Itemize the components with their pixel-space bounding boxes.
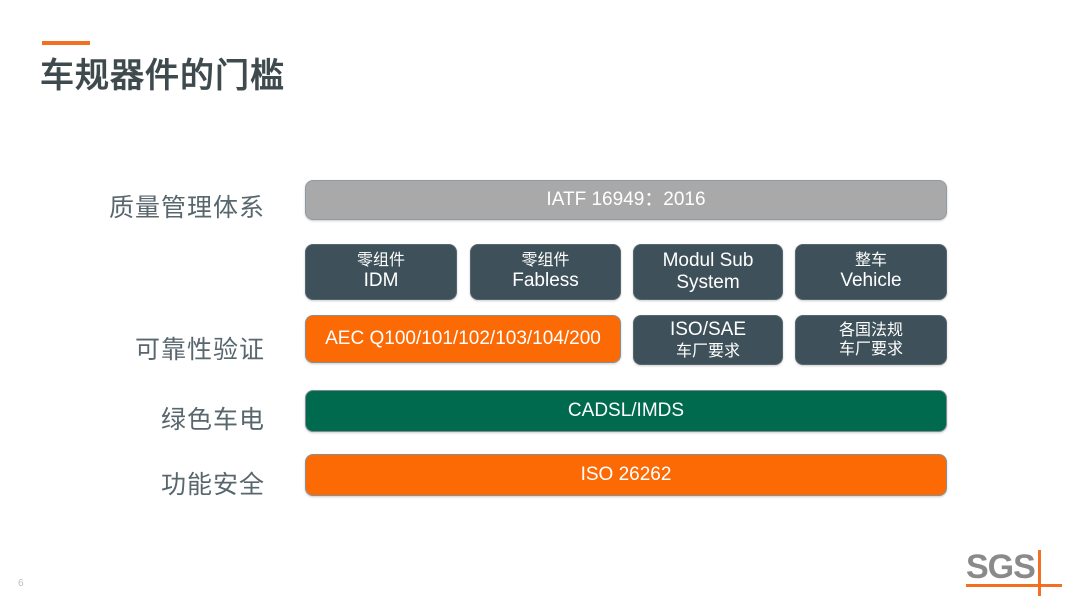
bar-label-line1: Modul Sub — [662, 249, 754, 271]
bar-label-line2: 车厂要求 — [675, 340, 740, 360]
bar-label-line2: Vehicle — [840, 270, 902, 292]
bar-label-line2: System — [676, 272, 740, 293]
page-title: 车规器件的门槛 — [40, 56, 285, 96]
row-label-functional-safety: 功能安全 — [160, 470, 265, 499]
bar-label-line1: 零组件 — [356, 250, 405, 270]
bar-modul-sub-system[interactable]: Modul Sub System — [633, 244, 783, 300]
sgs-logo: SGS — [966, 548, 1062, 596]
bar-vehicle[interactable]: 整车 Vehicle — [795, 244, 947, 300]
page-number: 6 — [18, 578, 24, 589]
bar-label-line2: 车厂要求 — [838, 339, 903, 358]
bar-iso-sae[interactable]: ISO/SAE 车厂要求 — [633, 315, 783, 365]
row-label-quality-system: 质量管理体系 — [108, 193, 265, 222]
row-label-green-automotive: 绿色车电 — [160, 405, 265, 434]
bar-iso-26262[interactable]: ISO 26262 — [305, 454, 947, 496]
title-accent-bar — [42, 41, 90, 45]
threshold-diagram: 质量管理体系 IATF 16949：2016 零组件 IDM 零组件 Fable… — [0, 160, 1080, 520]
sgs-logo-horizontal-bar — [966, 584, 1062, 587]
bar-label-line1: 整车 — [854, 250, 887, 270]
bar-label: IATF 16949：2016 — [546, 188, 706, 210]
bar-label: AEC Q100/101/102/103/104/200 — [325, 327, 601, 349]
bar-label: ISO 26262 — [580, 463, 672, 485]
sgs-logo-vertical-bar — [1038, 550, 1041, 596]
bar-iatf-16949[interactable]: IATF 16949：2016 — [305, 180, 947, 220]
bar-cadsl-imds[interactable]: CADSL/IMDS — [305, 390, 947, 432]
sgs-logo-text: SGS — [966, 548, 1036, 586]
bar-label: CADSL/IMDS — [567, 399, 685, 421]
bar-label-line1: 零组件 — [521, 250, 570, 270]
bar-aec-q100[interactable]: AEC Q100/101/102/103/104/200 — [305, 315, 621, 363]
bar-component-fabless[interactable]: 零组件 Fabless — [470, 244, 621, 300]
bar-national-regulations[interactable]: 各国法规 车厂要求 — [795, 315, 947, 365]
bar-label-line1: 各国法规 — [838, 320, 903, 340]
bar-label-line2: IDM — [363, 270, 399, 292]
bar-component-idm[interactable]: 零组件 IDM — [305, 244, 457, 300]
bar-label-line1: ISO/SAE — [669, 319, 747, 341]
bar-label-line2: Fabless — [512, 270, 579, 292]
row-label-reliability-validation: 可靠性验证 — [134, 335, 265, 364]
